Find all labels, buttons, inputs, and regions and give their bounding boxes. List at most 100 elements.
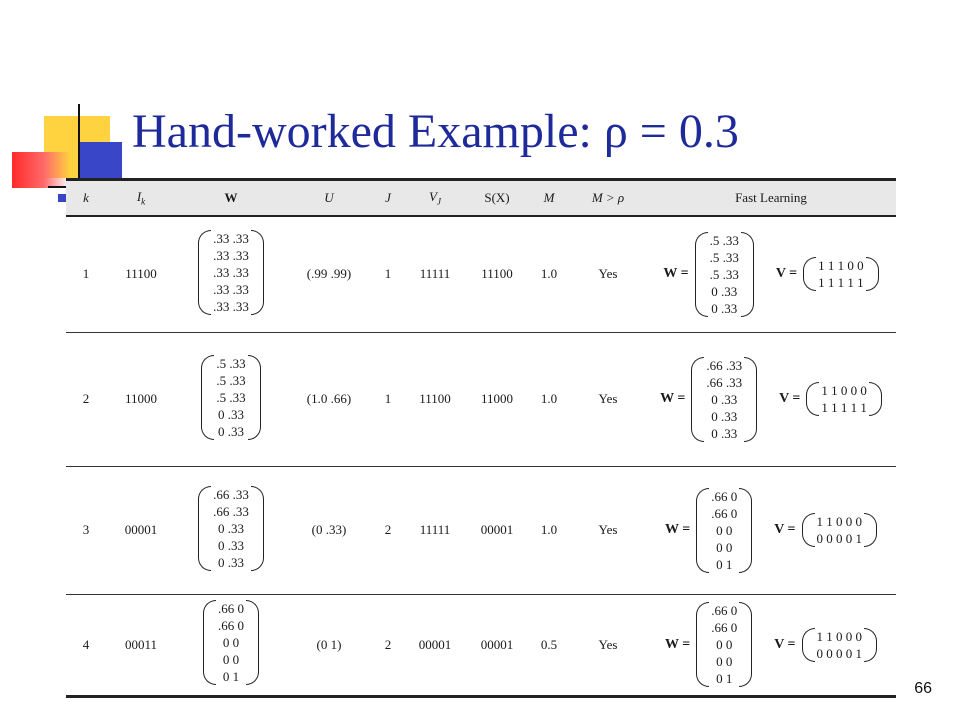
- fast-w-matrix-row: 0 1: [716, 671, 733, 686]
- cell-s: 11100: [481, 266, 513, 282]
- weight-matrix-row: 0 .33: [218, 537, 244, 553]
- cell-k: 4: [82, 636, 90, 652]
- header-fast-learning: Fast Learning: [646, 178, 896, 217]
- weight-matrix-row: 0 1: [222, 669, 240, 684]
- art-table: k Ik W U J VJ S(X) M M > ρ Fast Learning…: [66, 178, 896, 698]
- fast-w-matrix-row: .5 .33: [709, 266, 739, 282]
- fast-w-matrix-row: 0 .33: [711, 425, 738, 441]
- fast-w-matrix-row: 0 0: [716, 654, 733, 669]
- fast-w-matrix-row: .66 0: [711, 505, 738, 521]
- cell-m-gt-rho: Yes: [598, 266, 618, 282]
- header-vj: VJ: [404, 178, 466, 217]
- table-header-row: k Ik W U J VJ S(X) M M > ρ Fast Learning: [66, 178, 896, 217]
- weight-matrix-row: .33 .33: [213, 247, 249, 263]
- header-m-gt-rho: M > ρ: [570, 178, 646, 217]
- cell-m: 1.0: [540, 522, 558, 537]
- cell-ik: 11100: [125, 266, 157, 282]
- fast-w-matrix-row: .66 .33: [706, 357, 743, 373]
- weight-matrix-row: .66 .33: [213, 486, 249, 502]
- cell-ik: 11000: [124, 391, 158, 406]
- cell-u: (0 1): [316, 636, 342, 652]
- w-equals-label: W =: [664, 636, 691, 652]
- fast-w-matrix: .66 0 .66 0 0 0 0 0 0 1: [696, 602, 753, 687]
- weight-matrix-row: .66 0: [218, 601, 244, 616]
- cell-j: 1: [384, 391, 392, 406]
- v-equals-label: V =: [774, 636, 796, 652]
- slide-title: Hand-worked Example: ρ = 0.3: [132, 105, 739, 158]
- header-k: k: [66, 178, 106, 217]
- weight-matrix-row: 0 0: [222, 635, 240, 650]
- decor-vertical-line: [78, 104, 80, 188]
- cell-m-gt-rho: Yes: [598, 391, 618, 406]
- cell-vj: 11111: [419, 522, 451, 537]
- cell-j: 2: [384, 522, 392, 537]
- header-w: W: [176, 178, 286, 217]
- cell-ik: 00011: [124, 636, 158, 652]
- weight-matrix-row: .5 .33: [216, 355, 246, 371]
- cell-s: 00001: [480, 636, 514, 652]
- fast-w-matrix-row: 0 .33: [711, 408, 738, 424]
- fast-w-matrix-row: .66 0: [711, 620, 738, 635]
- weight-matrix: .33 .33.33 .33.33 .33.33 .33.33 .33: [198, 229, 264, 315]
- cell-vj: 11111: [419, 266, 451, 282]
- cell-vj: 11100: [419, 391, 451, 406]
- cell-m-gt-rho: Yes: [598, 636, 618, 652]
- decor-small-square: [58, 194, 66, 202]
- fast-v-matrix-row: 1 1 1 0 0: [818, 258, 864, 274]
- header-u: U: [286, 178, 372, 217]
- v-equals-label: V =: [774, 522, 796, 537]
- decor-blue-square: [78, 142, 122, 182]
- cell-s: 00001: [480, 522, 514, 537]
- weight-matrix-row: .33 .33: [213, 264, 249, 280]
- fast-w-matrix-row: .5 .33: [709, 249, 739, 265]
- header-m: M: [528, 178, 570, 217]
- cell-vj: 00001: [418, 636, 452, 652]
- fast-v-matrix-row: 0 0 0 0 1: [816, 645, 863, 661]
- fast-w-matrix-row: 0 0: [716, 637, 733, 652]
- v-equals-label: V =: [775, 266, 798, 282]
- weight-matrix-row: 0 .33: [218, 554, 244, 570]
- cell-u: (0 .33): [311, 522, 347, 537]
- fast-w-matrix-row: .66 0: [711, 603, 738, 618]
- fast-v-matrix-row: 0 0 0 0 1: [816, 531, 863, 546]
- fast-v-matrix-row: 1 1 0 0 0: [821, 383, 867, 398]
- table-row: 4 00011 .66 0 .66 0 0 0 0 0 0 1 (0 1) 2 00001 0000…: [66, 594, 896, 696]
- weight-matrix-row: .33 .33: [213, 298, 249, 314]
- weight-matrix-row: 0 .33: [218, 406, 244, 422]
- cell-k: 1: [82, 266, 90, 282]
- cell-ik: 00001: [124, 522, 158, 537]
- fast-w-matrix-row: 0 0: [716, 539, 733, 555]
- w-equals-label: W =: [663, 266, 689, 282]
- cell-k: 3: [82, 522, 90, 537]
- cell-m: 0.5: [540, 636, 558, 652]
- weight-matrix-row: 0 .33: [218, 520, 244, 536]
- cell-j: 2: [384, 636, 392, 652]
- cell-j: 1: [384, 266, 392, 282]
- fast-v-matrix-row: 1 1 1 1 1: [818, 275, 864, 291]
- fast-w-matrix-row: .66 0: [711, 488, 738, 504]
- cell-s: 11000: [480, 391, 514, 406]
- page-number: 66: [914, 680, 932, 697]
- header-ik: Ik: [106, 178, 176, 217]
- weight-matrix-row: 0 .33: [218, 423, 244, 439]
- weight-matrix-row: .66 0: [218, 618, 244, 633]
- cell-u: (.99 .99): [306, 266, 352, 282]
